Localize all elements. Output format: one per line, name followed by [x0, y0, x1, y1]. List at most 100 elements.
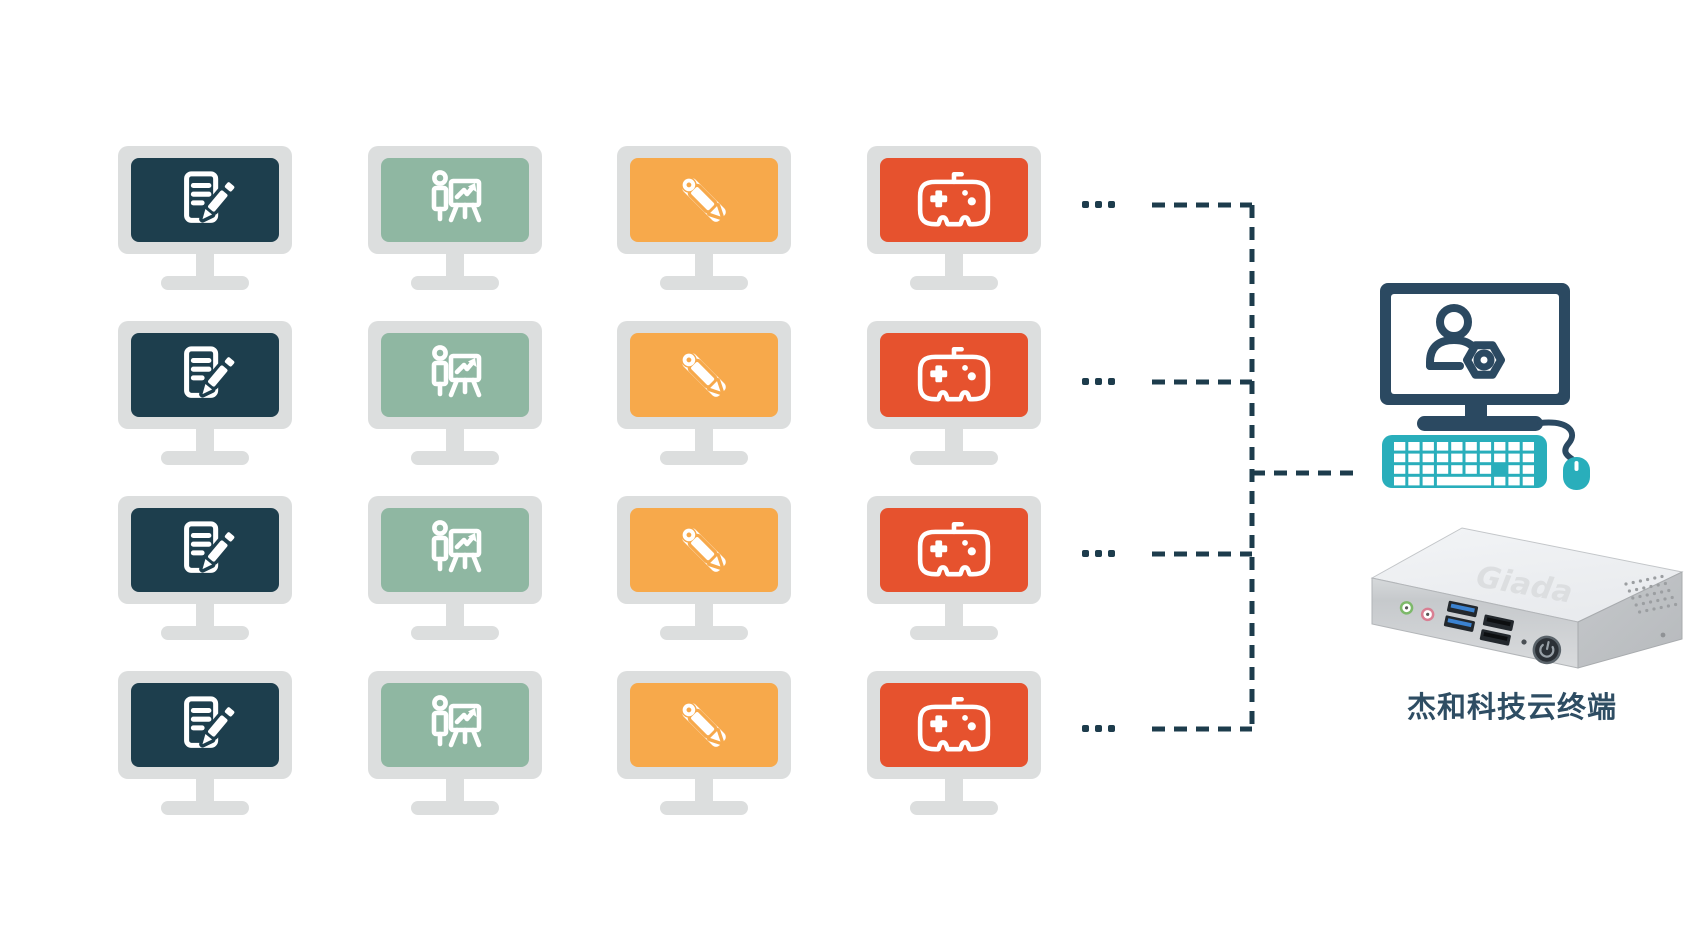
ellipsis-dots [1082, 550, 1115, 557]
ellipsis-dot [1095, 201, 1102, 208]
presentation-chart-icon [431, 170, 482, 223]
monitor-stand-base [411, 451, 499, 465]
monitor-stand-base [660, 451, 748, 465]
monitor-stand-base [910, 451, 998, 465]
cloud-terminal-label: 杰和科技云终端 [1406, 690, 1617, 724]
monitor-screen-documents [131, 158, 279, 242]
monitor-screen-documents [131, 333, 279, 417]
document-edit-icon [184, 346, 236, 398]
ruler-pencil-icon [681, 352, 726, 397]
mouse [1563, 457, 1590, 490]
monitor-screen-gaming [880, 333, 1028, 417]
monitor-stand-base [910, 276, 998, 290]
front-ports [1399, 600, 1562, 665]
monitor-screen-design [630, 683, 778, 767]
workstation-monitor-gaming [867, 496, 1041, 642]
ellipsis-dots [1082, 201, 1115, 208]
workstation-monitor-presentation [368, 496, 542, 642]
workstation-monitor-design [617, 146, 791, 292]
workstation-monitor-documents [118, 496, 292, 642]
monitor-stand-base [411, 801, 499, 815]
ellipsis-dot [1108, 550, 1115, 557]
workstation-monitor-gaming [867, 321, 1041, 467]
admin-monitor-base [1417, 416, 1543, 431]
presentation-chart-icon [431, 695, 482, 748]
monitor-screen-gaming [880, 508, 1028, 592]
monitor-stand-neck [196, 779, 214, 805]
monitor-stand-base [161, 801, 249, 815]
gamepad-icon [917, 521, 991, 577]
ruler-pencil-icon [681, 177, 726, 222]
monitor-stand-base [161, 451, 249, 465]
workstation-monitor-presentation [368, 321, 542, 467]
monitor-stand-base [411, 276, 499, 290]
usb-ports [1443, 600, 1514, 646]
monitor-stand-base [411, 626, 499, 640]
monitor-screen-gaming [880, 158, 1028, 242]
monitor-stand-neck [446, 429, 464, 455]
ellipsis-dot [1095, 378, 1102, 385]
monitor-screen-gaming [880, 683, 1028, 767]
monitor-stand-neck [695, 779, 713, 805]
workstation-monitor-design [617, 321, 791, 467]
monitor-screen-design [630, 508, 778, 592]
admin-computer [1372, 278, 1590, 498]
power-button [1532, 635, 1562, 665]
monitor-stand-neck [196, 254, 214, 280]
monitor-stand-neck [446, 604, 464, 630]
workstation-monitor-presentation [368, 671, 542, 817]
monitor-stand-neck [196, 429, 214, 455]
ellipsis-dot [1082, 550, 1089, 557]
admin-monitor [1380, 283, 1570, 431]
monitor-screen-presentation [381, 333, 529, 417]
mouse-cable [1537, 419, 1576, 462]
ellipsis-dot [1082, 378, 1089, 385]
workstation-monitor-documents [118, 321, 292, 467]
gamepad-icon [917, 346, 991, 402]
admin-monitor-neck [1465, 405, 1487, 419]
monitor-stand-base [161, 276, 249, 290]
presentation-chart-icon [431, 520, 482, 573]
monitor-screen-design [630, 333, 778, 417]
monitor-screen-documents [131, 508, 279, 592]
monitor-stand-base [660, 626, 748, 640]
monitor-stand-neck [446, 779, 464, 805]
ellipsis-dot [1082, 725, 1089, 732]
monitor-screen-presentation [381, 683, 529, 767]
monitor-stand-neck [695, 254, 713, 280]
ellipsis-dots [1082, 378, 1115, 385]
ellipsis-dot [1095, 550, 1102, 557]
document-edit-icon [184, 521, 236, 573]
monitor-stand-neck [695, 429, 713, 455]
user-gear-icon [1426, 304, 1505, 379]
monitor-screen-design [630, 158, 778, 242]
ellipsis-dot [1108, 378, 1115, 385]
monitor-stand-neck [945, 429, 963, 455]
monitor-stand-neck [945, 779, 963, 805]
document-edit-icon [184, 696, 236, 748]
ruler-pencil-icon [681, 702, 726, 747]
document-edit-icon [184, 171, 236, 223]
ellipsis-dot [1095, 725, 1102, 732]
ellipsis-dot [1082, 201, 1089, 208]
keyboard [1382, 435, 1547, 488]
monitor-stand-base [910, 801, 998, 815]
workstation-monitor-documents [118, 146, 292, 292]
ruler-pencil-icon [681, 527, 726, 572]
monitor-screen-documents [131, 683, 279, 767]
workstation-monitor-gaming [867, 671, 1041, 817]
workstation-monitor-gaming [867, 146, 1041, 292]
workstation-monitor-design [617, 671, 791, 817]
gamepad-icon [917, 696, 991, 752]
workstation-monitor-presentation [368, 146, 542, 292]
ellipsis-dot [1108, 725, 1115, 732]
workstation-monitor-documents [118, 671, 292, 817]
monitor-stand-base [660, 276, 748, 290]
monitor-stand-base [161, 626, 249, 640]
workstation-monitor-design [617, 496, 791, 642]
monitor-stand-neck [945, 604, 963, 630]
monitor-stand-base [660, 801, 748, 815]
monitor-screen-presentation [381, 508, 529, 592]
